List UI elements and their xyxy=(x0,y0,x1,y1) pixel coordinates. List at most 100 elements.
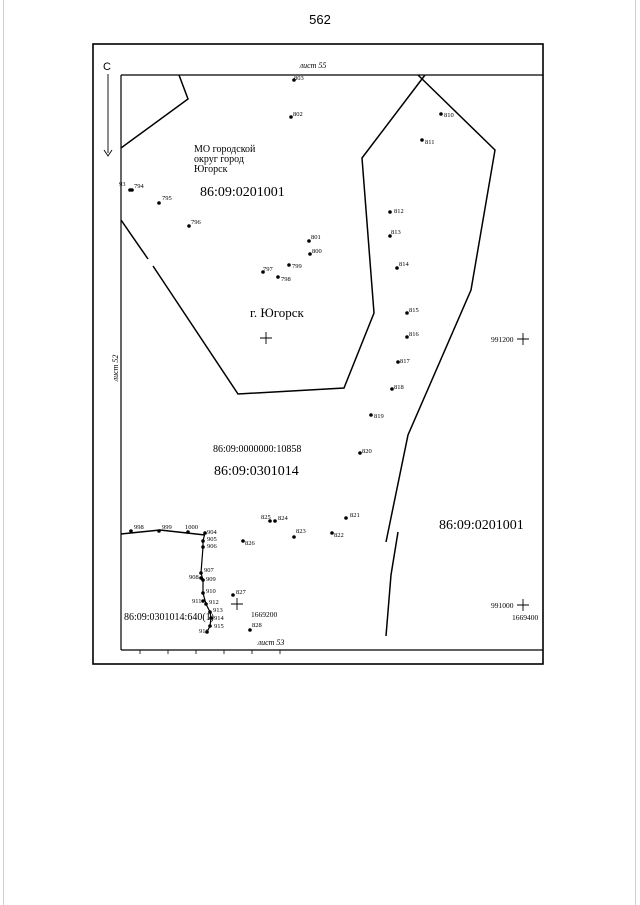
survey-point-label-823: 823 xyxy=(296,528,306,535)
municipality-line-3: Югорск xyxy=(194,164,228,175)
survey-point-826 xyxy=(241,539,245,543)
survey-point-914 xyxy=(209,616,213,620)
grid-label-991200: 991200 xyxy=(491,335,514,344)
survey-point-911 xyxy=(201,599,205,603)
survey-point-label-812: 812 xyxy=(394,208,404,215)
survey-point-label-909: 909 xyxy=(206,576,216,583)
road-boundary-right xyxy=(385,74,496,543)
survey-point-818 xyxy=(390,387,394,391)
survey-point-label-810: 810 xyxy=(444,112,454,119)
survey-point-label-814: 814 xyxy=(399,261,410,268)
survey-point-801 xyxy=(307,239,311,243)
survey-point-821 xyxy=(344,516,348,520)
survey-point-label-912: 912 xyxy=(209,599,219,606)
survey-point-label-795: 795 xyxy=(162,195,172,202)
parcel-label-road: 86:09:0000000:10858 xyxy=(213,444,301,455)
survey-point-814 xyxy=(395,266,399,270)
survey-point-1000 xyxy=(186,530,190,534)
survey-point-label-801: 801 xyxy=(311,234,321,241)
city-parcel-boundary-2 xyxy=(152,74,426,395)
survey-point-label-817: 817 xyxy=(400,358,411,365)
survey-point-label-803: 803 xyxy=(294,75,304,82)
survey-point-811 xyxy=(420,138,424,142)
survey-point-label-905: 905 xyxy=(207,536,217,543)
left-scan-edge xyxy=(3,0,4,905)
parcel-label-right: 86:09:0201001 xyxy=(439,518,524,533)
sheet-label-bottom: лист 53 xyxy=(257,638,285,647)
survey-point-796 xyxy=(187,224,191,228)
survey-point-915 xyxy=(208,624,212,628)
grid-label-991000: 991000 xyxy=(491,601,514,610)
survey-point-998 xyxy=(129,529,133,533)
survey-point-910 xyxy=(201,591,205,595)
parcel-boundaries xyxy=(120,74,496,637)
survey-point-label-800: 800 xyxy=(312,248,322,255)
survey-point-label-910: 910 xyxy=(206,588,216,595)
north-arrow: С xyxy=(103,61,113,157)
municipality-line-1: МО городской xyxy=(194,144,256,155)
survey-point-817 xyxy=(396,360,400,364)
survey-point-825 xyxy=(268,519,272,523)
survey-point-label-799: 799 xyxy=(292,263,302,270)
survey-point-916 xyxy=(205,630,209,634)
city-parcel-boundary xyxy=(120,219,149,260)
north-label: С xyxy=(103,61,111,73)
survey-point-label-1000: 1000 xyxy=(185,524,198,531)
survey-point-label-998: 998 xyxy=(134,524,144,531)
survey-point-909 xyxy=(201,578,205,582)
parcel-label-small: 86:09:0301014:640(1) xyxy=(124,612,214,623)
survey-point-797 xyxy=(261,270,265,274)
survey-point-802 xyxy=(289,115,293,119)
survey-point-912 xyxy=(204,602,208,606)
survey-point-810 xyxy=(439,112,443,116)
municipality-line-2: округ город xyxy=(194,154,244,165)
survey-point-label-818: 818 xyxy=(394,384,404,391)
survey-point-812 xyxy=(388,210,392,214)
sheet-label-left: лист 52 xyxy=(111,355,120,383)
survey-point-label-826: 826 xyxy=(245,540,256,547)
map-outer-frame xyxy=(92,43,544,665)
survey-point-label-798: 798 xyxy=(281,276,291,283)
survey-point-815 xyxy=(405,311,409,315)
survey-point-822 xyxy=(330,531,334,535)
right-scan-edge xyxy=(635,0,636,905)
survey-point-label-820: 820 xyxy=(362,448,372,455)
survey-point-label-906: 906 xyxy=(207,543,218,550)
parcel-label-lower-center: 86:09:0301014 xyxy=(214,464,299,479)
survey-point-828 xyxy=(248,628,252,632)
survey-point-913 xyxy=(208,610,212,614)
survey-point-label-825: 825 xyxy=(261,514,271,521)
survey-point-label-908: 908 xyxy=(189,574,199,581)
survey-point-label-796: 796 xyxy=(191,219,202,226)
survey-point-905 xyxy=(201,539,205,543)
survey-point-label-802: 802 xyxy=(293,111,303,118)
grid-label-1669200: 1669200 xyxy=(251,610,278,619)
survey-point-label-815: 815 xyxy=(409,307,419,314)
survey-point-label-915: 915 xyxy=(214,623,224,630)
survey-point-819 xyxy=(369,413,373,417)
survey-point-label-911: 911 xyxy=(192,598,202,605)
survey-point-999 xyxy=(157,529,161,533)
survey-point-904 xyxy=(203,531,207,535)
survey-point-label-913: 913 xyxy=(213,607,223,614)
parcel-label-upper-left: 86:09:0201001 xyxy=(200,185,285,200)
road-boundary-lower xyxy=(385,531,399,637)
survey-point-816 xyxy=(405,335,409,339)
survey-point-label-93: 93 xyxy=(119,181,126,188)
survey-point-820 xyxy=(358,451,362,455)
survey-point-label-819: 819 xyxy=(374,413,384,420)
survey-point-label-907: 907 xyxy=(204,567,215,574)
municipality-label: МО городской округ город Югорск xyxy=(194,144,256,175)
page-number: 562 xyxy=(309,12,331,27)
survey-point-798 xyxy=(276,275,280,279)
survey-point-label-797: 797 xyxy=(263,266,274,273)
survey-point-label-824: 824 xyxy=(278,515,289,522)
survey-point-label-828: 828 xyxy=(252,622,262,629)
survey-point-label-821: 821 xyxy=(350,512,360,519)
survey-point-906 xyxy=(201,545,205,549)
survey-point-795 xyxy=(157,201,161,205)
survey-point-label-914: 914 xyxy=(214,615,225,622)
city-label: г. Югорск xyxy=(250,305,305,320)
